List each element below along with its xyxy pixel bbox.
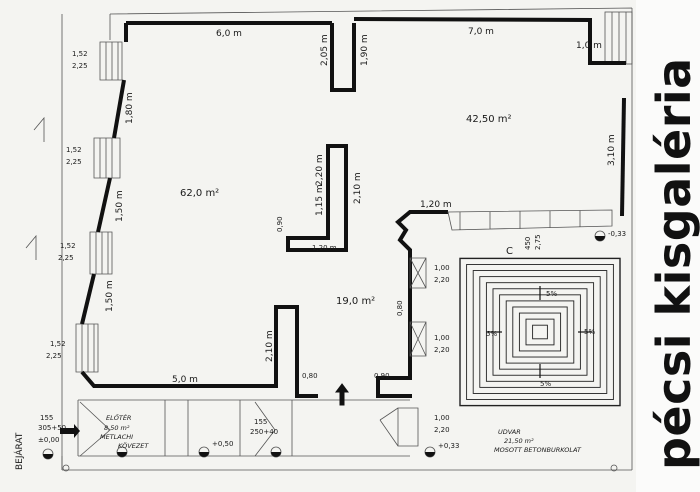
dim-pillar-b: 2,10 m (353, 172, 363, 204)
dim-level-a: -0,33 (608, 230, 626, 238)
brand-strip (636, 0, 700, 492)
dim-door-b: 0,90 (374, 372, 390, 380)
interior-details (60, 209, 613, 457)
dim-entrance-c: ±0,00 (38, 436, 59, 444)
area-room-middle: 19,0 m² (336, 296, 375, 307)
dim-entrance-b: 305+50 (38, 424, 66, 432)
left-window-2 (93, 137, 121, 179)
foyer-label-a: ELŐTÉR (106, 413, 131, 422)
foyer-label-c: METLACHI (100, 433, 133, 441)
dimension-labels: 6,0 m 2,05 m 1,90 m 7,0 m 1,0 m 3,10 m 1… (38, 27, 626, 450)
left-window-3 (89, 231, 113, 275)
dim-right-wall: 3,10 m (607, 134, 617, 166)
courtyard-ring (466, 264, 614, 400)
dim-pillar-e: 1,20 m (312, 244, 337, 252)
dim-top-left: 6,0 m (216, 29, 242, 39)
dim-door-d: 155 (254, 418, 267, 426)
dim-stub-h: 2,10 m (265, 330, 275, 362)
dim-pillar-d: 0,90 (276, 216, 284, 232)
slope-left: 5% (486, 330, 497, 338)
walls (80, 17, 626, 398)
dim-left-a: 1,80 m (125, 92, 135, 124)
area-room-right: 42,50 m² (466, 114, 512, 125)
slope-right: 5% (584, 328, 595, 336)
dim-top-right: 7,0 m (468, 27, 494, 37)
area-room-large: 62,0 m² (180, 188, 219, 199)
courtyard-mark: C (506, 246, 513, 257)
courtyard-ring (512, 306, 568, 358)
dim-bottom: 5,0 m (172, 375, 198, 385)
dim-lw-b-top: 1,52 (66, 146, 82, 154)
courtyard-label-c: MOSOTT BETONBURKOLAT (494, 446, 582, 454)
slope-bottom: 5% (540, 380, 551, 388)
dim-pillar-c: 1,15 m (315, 184, 325, 216)
entrance-label: BEJÁRAT (13, 432, 25, 470)
dim-notch: 1,20 m (420, 200, 452, 210)
dim-lw-a-top: 1,52 (72, 50, 88, 58)
dim-court-top: 450 (524, 237, 532, 250)
dim-door-e: 250+40 (250, 428, 278, 436)
courtyard-ring (525, 318, 555, 346)
courtyard-ring (472, 270, 608, 394)
dim-win-a-top: 1,00 (434, 264, 450, 272)
section-markers (25, 116, 618, 472)
dim-pillar-a: 2,20 m (315, 154, 325, 186)
foyer-label-d: KÖVEZET (118, 441, 149, 450)
dim-top-mid-a: 2,05 m (320, 34, 330, 66)
dim-lw-d-bot: 2,25 (46, 352, 62, 360)
dim-left-b: 1,50 m (115, 190, 125, 222)
left-window-4 (75, 323, 99, 373)
dim-lw-a-bot: 2,25 (72, 62, 88, 70)
dim-level-c: +0,50 (212, 440, 233, 448)
dim-entrance-a: 155 (40, 414, 53, 422)
courtyard-pattern (459, 257, 621, 407)
dim-lw-c-bot: 2,25 (58, 254, 74, 262)
dim-win-a-bot: 2,20 (434, 276, 450, 284)
brand-text: pécsi kisgaléria (647, 57, 700, 470)
courtyard-ring (505, 300, 575, 364)
dim-win-c-bot: 2,20 (434, 426, 450, 434)
dim-top-far: 1,0 m (576, 41, 602, 51)
courtyard-ring (459, 257, 621, 407)
slope-top: 5% (546, 290, 557, 298)
courtyard-ring (518, 312, 562, 352)
courtyard-ring (532, 324, 548, 340)
dim-level-b: +0,33 (438, 442, 459, 450)
courtyard-ring (485, 282, 595, 382)
dim-stub-w: 0,80 (302, 372, 318, 380)
courtyard-label-a: UDVAR (498, 428, 521, 436)
dim-win-b-bot: 2,20 (434, 346, 450, 354)
dim-left-c: 1,50 m (105, 280, 115, 312)
dim-win-b-top: 1,00 (434, 334, 450, 342)
dim-court-top-b: 2,75 (534, 234, 542, 250)
outer-frame (61, 7, 633, 471)
dim-win-c-top: 1,00 (434, 414, 450, 422)
dim-lw-d-top: 1,52 (50, 340, 66, 348)
room-labels: 62,0 m² 42,50 m² 19,0 m² ELŐTÉR 8,50 m² … (13, 114, 595, 470)
brand-title: pécsi kisgaléria (647, 57, 700, 470)
dim-lw-c-top: 1,52 (60, 242, 76, 250)
courtyard-label-b: 21,50 m² (504, 437, 534, 445)
courtyard-ring (479, 276, 601, 388)
dim-door-a: 0,80 (396, 300, 404, 316)
dim-lw-b-bot: 2,25 (66, 158, 82, 166)
dim-top-mid-b: 1,90 m (360, 34, 370, 66)
foyer-label-b: 8,50 m² (104, 424, 130, 432)
